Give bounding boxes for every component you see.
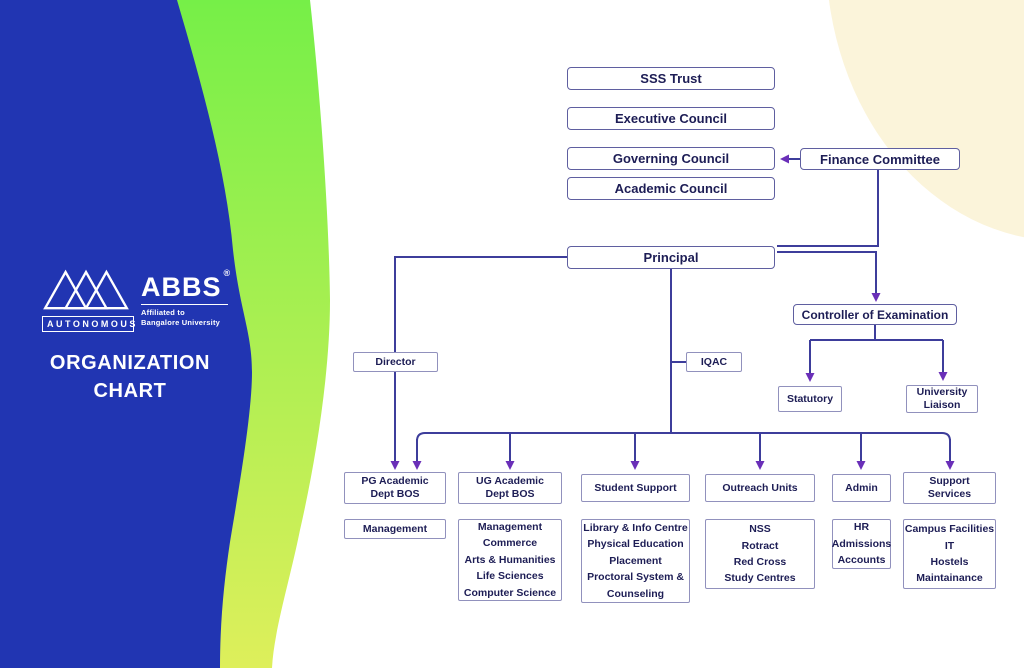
brand-block: AUTONOMOUS ABBS® Affiliated to Bangalore… <box>42 262 230 332</box>
node-support-services-list: Campus Facilities IT Hostels Maintainanc… <box>903 519 996 589</box>
autonomous-badge: AUTONOMOUS <box>42 316 135 332</box>
node-sss-trust: SSS Trust <box>567 67 775 90</box>
node-principal: Principal <box>567 246 775 269</box>
node-university-liaison: University Liaison <box>906 385 978 413</box>
node-ug-academic-dept: UG Academic Dept BOS <box>458 472 562 504</box>
node-student-support-list: Library & Info Centre Physical Education… <box>581 519 690 603</box>
page-title: ORGANIZATION CHART <box>49 352 211 403</box>
node-director: Director <box>353 352 438 372</box>
node-academic-council: Academic Council <box>567 177 775 200</box>
mountain-peaks-icon <box>43 269 129 310</box>
node-student-support: Student Support <box>581 474 690 502</box>
node-pg-list: Management <box>344 519 446 539</box>
logo-wordmark: ABBS® <box>141 268 230 305</box>
node-iqac: IQAC <box>686 352 742 372</box>
node-controller-of-examination: Controller of Examination <box>793 304 957 325</box>
node-executive-council: Executive Council <box>567 107 775 130</box>
node-governing-council: Governing Council <box>567 147 775 170</box>
node-admin-list: HR Admissions Accounts <box>832 519 891 569</box>
node-pg-academic-dept: PG Academic Dept BOS <box>344 472 446 504</box>
node-outreach-units: Outreach Units <box>705 474 815 502</box>
node-statutory: Statutory <box>778 386 842 412</box>
node-admin: Admin <box>832 474 891 502</box>
node-support-services: Support Services <box>903 472 996 504</box>
registered-mark: ® <box>223 268 231 278</box>
affiliation-text: Affiliated to Bangalore University <box>141 308 221 327</box>
node-outreach-list: NSS Rotract Red Cross Study Centres <box>705 519 815 589</box>
blue-panel-shape <box>0 0 252 668</box>
node-ug-list: Management Commerce Arts & Humanities Li… <box>458 519 562 601</box>
cream-blob-shape <box>828 0 1024 238</box>
node-finance-committee: Finance Committee <box>800 148 960 170</box>
